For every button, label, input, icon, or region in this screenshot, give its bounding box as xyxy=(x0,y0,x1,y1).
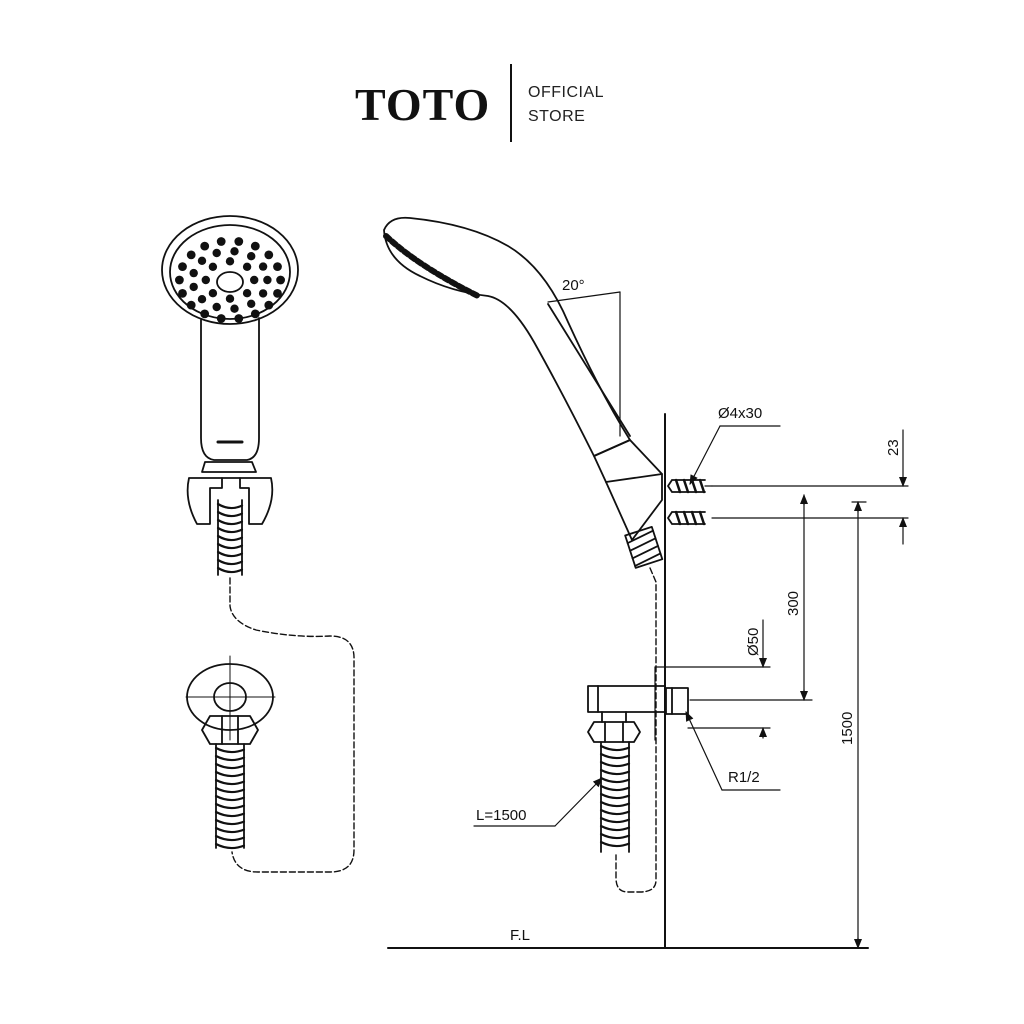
hose-length-label: L=1500 xyxy=(476,807,526,824)
screw-size-label: Ø4x30 xyxy=(718,405,762,422)
dimension-diameter-50-label: Ø50 xyxy=(745,628,762,656)
front-view-shower-head xyxy=(161,215,355,873)
dimension-1500-label: 1500 xyxy=(839,712,856,745)
dimension-300-label: 300 xyxy=(785,591,802,616)
angle-label: 20° xyxy=(562,277,585,294)
toto-logo: TOTO xyxy=(355,79,491,130)
brand-subtitle-official: OFFICIAL xyxy=(528,84,605,101)
thread-size-label: R1/2 xyxy=(728,769,760,786)
hose-coil-icon xyxy=(216,502,244,574)
brand-divider xyxy=(510,64,512,142)
brand-header: TOTO OFFICIAL STORE xyxy=(355,62,675,146)
hose-coil-side-icon xyxy=(599,744,631,848)
dimension-lines xyxy=(473,425,909,949)
wall-screws-icon xyxy=(667,478,713,526)
hose-coil-lower-icon xyxy=(214,746,246,850)
spray-holes-icon xyxy=(175,237,285,323)
dimension-23-label: 23 xyxy=(885,439,902,456)
floor-level-label: F.L xyxy=(510,927,530,944)
side-view-shower-set xyxy=(383,216,909,949)
brand-subtitle-store: STORE xyxy=(528,108,586,125)
